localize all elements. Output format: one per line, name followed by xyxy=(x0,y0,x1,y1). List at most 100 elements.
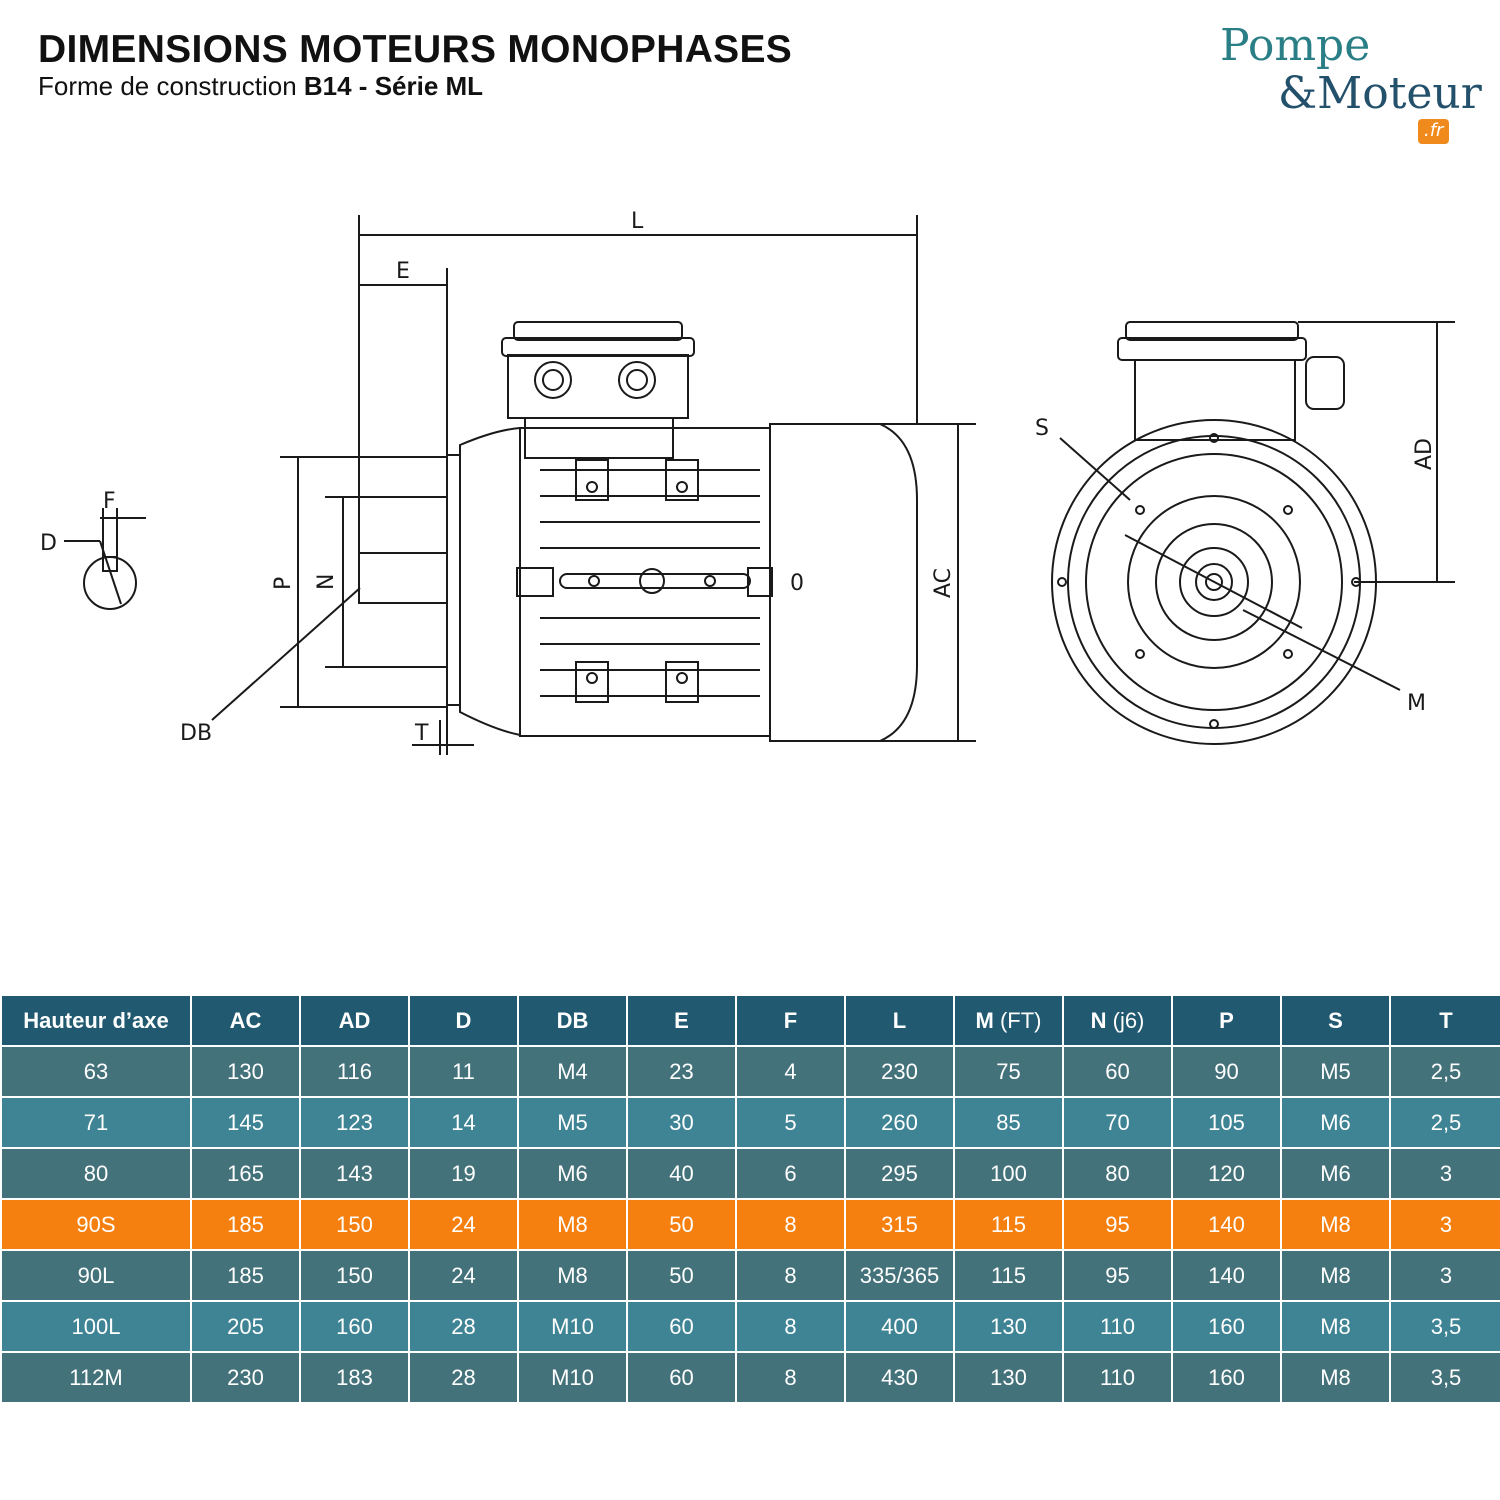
table-cell: 3,5 xyxy=(1389,1351,1500,1404)
table-cell: 165 xyxy=(190,1147,301,1200)
table-cell: 95 xyxy=(1062,1249,1173,1302)
table-cell: 115 xyxy=(953,1198,1064,1251)
table-cell: M8 xyxy=(517,1249,628,1302)
column-header-name: Hauteur d’axe xyxy=(23,1007,169,1033)
page-title: DIMENSIONS MOTEURS MONOPHASES xyxy=(38,28,793,71)
logo-line-2: &Moteur xyxy=(1278,68,1482,119)
table-cell: 115 xyxy=(953,1249,1064,1302)
table-cell: 2,5 xyxy=(1389,1096,1500,1149)
table-cell: 2,5 xyxy=(1389,1045,1500,1098)
table-cell: 150 xyxy=(299,1198,410,1251)
table-cell: 90S xyxy=(0,1198,192,1251)
shaft-section-detail xyxy=(64,508,146,610)
table-cell: 315 xyxy=(844,1198,955,1251)
table-cell: 6 xyxy=(735,1147,846,1200)
label-zero: 0 xyxy=(790,571,804,596)
label-P: P xyxy=(271,577,296,590)
motor-end-view xyxy=(1051,321,1455,745)
table-cell: 205 xyxy=(190,1300,301,1353)
table-cell: 50 xyxy=(626,1198,737,1251)
subtitle-series: B14 - Série ML xyxy=(303,71,484,101)
table-cell: 63 xyxy=(0,1045,192,1098)
column-header-name: T xyxy=(1439,1007,1453,1033)
table-cell: 130 xyxy=(953,1300,1064,1353)
table-cell: 185 xyxy=(190,1249,301,1302)
table-cell: M10 xyxy=(517,1351,628,1404)
table-cell: 50 xyxy=(626,1249,737,1302)
table-cell: 112M xyxy=(0,1351,192,1404)
table-cell: M6 xyxy=(517,1147,628,1200)
table-cell: 3,5 xyxy=(1389,1300,1500,1353)
table-cell: M6 xyxy=(1280,1096,1391,1149)
table-cell: 24 xyxy=(408,1249,519,1302)
table-cell: 100 xyxy=(953,1147,1064,1200)
table-cell: 90L xyxy=(0,1249,192,1302)
column-header-unit: (j6) xyxy=(1106,1007,1145,1033)
table-cell: 24 xyxy=(408,1198,519,1251)
table-cell: M8 xyxy=(517,1198,628,1251)
table-cell: 30 xyxy=(626,1096,737,1149)
table-cell: 60 xyxy=(626,1351,737,1404)
table-cell: M8 xyxy=(1280,1300,1391,1353)
table-cell: M8 xyxy=(1280,1249,1391,1302)
table-cell: 183 xyxy=(299,1351,410,1404)
column-header: AD xyxy=(299,994,410,1047)
table-cell: 80 xyxy=(0,1147,192,1200)
table-cell: 8 xyxy=(735,1300,846,1353)
table-cell: 95 xyxy=(1062,1198,1173,1251)
table-cell: 145 xyxy=(190,1096,301,1149)
table-cell: 150 xyxy=(299,1249,410,1302)
table-cell: 11 xyxy=(408,1045,519,1098)
column-header: F xyxy=(735,994,846,1047)
table-cell: 5 xyxy=(735,1096,846,1149)
table-cell: M8 xyxy=(1280,1198,1391,1251)
table-cell: 160 xyxy=(299,1300,410,1353)
table-cell: 8 xyxy=(735,1351,846,1404)
table-cell: 3 xyxy=(1389,1147,1500,1200)
table-cell: 90 xyxy=(1171,1045,1282,1098)
column-header-name: AC xyxy=(229,1007,262,1033)
table-cell: 23 xyxy=(626,1045,737,1098)
label-N: N xyxy=(314,574,339,590)
table-cell: 130 xyxy=(190,1045,301,1098)
label-L: L xyxy=(631,209,644,234)
column-header-name: S xyxy=(1328,1007,1343,1033)
table-cell: 116 xyxy=(299,1045,410,1098)
table-cell: 60 xyxy=(1062,1045,1173,1098)
table-cell: 123 xyxy=(299,1096,410,1149)
table-cell: 130 xyxy=(953,1351,1064,1404)
table-cell: 60 xyxy=(626,1300,737,1353)
page-subtitle: Forme de construction B14 - Série ML xyxy=(38,71,483,102)
table-cell: M6 xyxy=(1280,1147,1391,1200)
table-cell: 230 xyxy=(844,1045,955,1098)
label-AC: AC xyxy=(931,568,956,598)
table-cell: 19 xyxy=(408,1147,519,1200)
table-cell: 8 xyxy=(735,1198,846,1251)
column-header: DB xyxy=(517,994,628,1047)
table-cell: 75 xyxy=(953,1045,1064,1098)
table-cell: 120 xyxy=(1171,1147,1282,1200)
label-F: F xyxy=(103,489,116,514)
table-cell: 8 xyxy=(735,1249,846,1302)
table-cell: 3 xyxy=(1389,1198,1500,1251)
table-cell: 105 xyxy=(1171,1096,1282,1149)
table-cell: 80 xyxy=(1062,1147,1173,1200)
table-cell: 143 xyxy=(299,1147,410,1200)
column-header: T xyxy=(1389,994,1500,1047)
column-header: AC xyxy=(190,994,301,1047)
column-header: L xyxy=(844,994,955,1047)
table-cell: M8 xyxy=(1280,1351,1391,1404)
column-header: S xyxy=(1280,994,1391,1047)
table-cell: 295 xyxy=(844,1147,955,1200)
table-cell: M4 xyxy=(517,1045,628,1098)
table-cell: 140 xyxy=(1171,1198,1282,1251)
column-header: M (FT) xyxy=(953,994,1064,1047)
table-cell: 28 xyxy=(408,1300,519,1353)
column-header: N (j6) xyxy=(1062,994,1173,1047)
